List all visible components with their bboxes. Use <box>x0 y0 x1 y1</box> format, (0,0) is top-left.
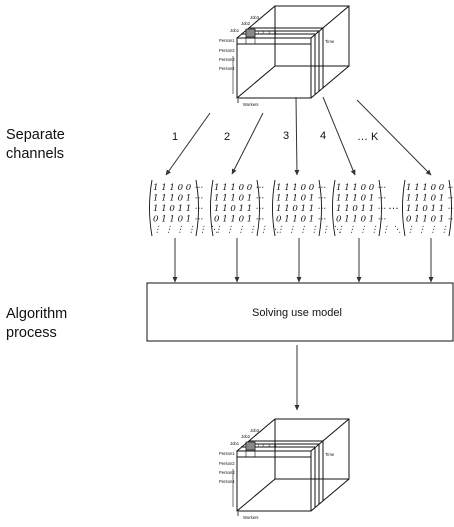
channel-arrow-1 <box>165 112 211 176</box>
matrix-row: ⋮ ⋮ ⋮ ⋮ ⋮ ⋱ <box>336 225 401 235</box>
separate-label-line2: channels <box>6 146 65 162</box>
matrix-left-bracket <box>149 179 153 237</box>
matrix-row: 0 1 1 0 1 ⋯ <box>406 215 454 225</box>
top-cube-job-label: Job1 <box>230 28 240 33</box>
adjacency-matrix: 1 1 1 0 0 ⋯1 1 1 0 1 ⋯1 1 0 1 1 ⋯0 1 1 0… <box>210 179 279 237</box>
bottom-cube-workers-label: Workers <box>243 515 259 520</box>
bottom-cube-person-label: Person3 <box>219 470 235 475</box>
channel-arrow-3 <box>294 96 300 176</box>
top-cube-index-label: 4 <box>274 30 277 35</box>
matrix-row: 1 1 1 0 0 ⋯ <box>214 183 264 193</box>
matrix-row: 1 1 1 0 1 ⋯ <box>276 194 326 204</box>
top-cube-highlight-cell <box>245 28 256 38</box>
matrix-right-bracket <box>318 179 322 237</box>
channel-matrices: 1 1 1 0 0 ⋯1 1 1 0 1 ⋯1 1 0 1 1 ⋯0 1 1 0… <box>149 179 454 237</box>
channel-number-k: … K <box>357 131 379 143</box>
matrix-row: 1 1 1 0 1 ⋯ <box>406 194 454 204</box>
bottom-cube-job-label: Job2 <box>241 434 251 439</box>
matrix-left-bracket <box>272 179 276 237</box>
matrix-row: ⋮ ⋮ ⋮ ⋮ ⋮ ⋱ <box>214 225 279 235</box>
matrix-row: 1 1 1 0 0 ⋯ <box>336 183 386 193</box>
bottom-cube-person-label: Person2 <box>219 461 235 466</box>
matrix-right-bracket <box>448 179 452 237</box>
matrix-left-bracket <box>332 179 336 237</box>
bottom-cube-highlight-cell <box>245 441 256 451</box>
algorithm-process-label: Algorithm process <box>6 305 67 343</box>
top-cube-job-label: Job2 <box>241 21 251 26</box>
separate-label-line1: Separate <box>6 127 65 143</box>
matrix-row: 1 1 1 0 0 ⋯ <box>406 183 454 193</box>
bottom-cube-job-label: Job3 <box>250 428 260 433</box>
bottom-cube-index-label: 4 <box>274 443 277 448</box>
matrix-row: 0 1 1 0 1 ⋯ <box>153 215 203 225</box>
bottom-cube-job-label: Job1 <box>230 441 240 446</box>
matrix-right-bracket <box>256 179 260 237</box>
adjacency-matrix: 1 1 1 0 0 ⋯1 1 1 0 1 ⋯1 1 0 1 1 ⋯0 1 1 0… <box>402 179 454 237</box>
matrix-row: 1 1 0 1 1 ⋯ <box>336 204 386 214</box>
top-cube-job-label: Job3 <box>250 15 260 20</box>
solving-model-box <box>146 282 454 342</box>
bottom-cube: Job3 Job2 Job1 Person1 Person2 Person3 P… <box>219 418 350 520</box>
matrix-left-bracket <box>210 179 214 237</box>
top-cube-index-label: 1 <box>257 30 260 35</box>
channel-arrow-2 <box>231 112 264 175</box>
bottom-cube-index-label: 2 <box>262 443 265 448</box>
top-cube-person-label: Person2 <box>219 48 235 53</box>
matrix-row: 1 1 1 0 1 ⋯ <box>336 194 386 204</box>
channel-arrow-k <box>356 99 432 176</box>
matrix-row: ⋮ ⋮ ⋮ ⋮ ⋮ ⋱ <box>406 225 454 235</box>
matrix-row: 1 1 0 1 1 ⋯ <box>214 204 264 214</box>
top-cube-workers-label: Workers <box>243 102 259 107</box>
matrix-row: 1 1 1 0 0 ⋯ <box>153 183 203 193</box>
matrix-left-bracket <box>402 179 406 237</box>
bottom-cube-index-label: 1 <box>257 443 260 448</box>
bottom-cube-person-label: Person4 <box>219 479 235 484</box>
matrix-row: 0 1 1 0 1 ⋯ <box>336 215 386 225</box>
matrix-row: 1 1 1 0 0 ⋯ <box>276 183 326 193</box>
matrix-row: 1 1 1 0 1 ⋯ <box>214 194 264 204</box>
matrix-row: ⋮ ⋮ ⋮ ⋮ ⋮ ⋱ <box>276 225 341 235</box>
top-cube-person-label: Person4 <box>219 66 235 71</box>
adjacency-matrix: 1 1 1 0 0 ⋯1 1 1 0 1 ⋯1 1 0 1 1 ⋯0 1 1 0… <box>149 179 218 237</box>
top-cube-person-label: Person3 <box>219 57 235 62</box>
matrix-row: ⋮ ⋮ ⋮ ⋮ ⋮ ⋱ <box>153 225 218 235</box>
top-cube-person-label: Person1 <box>219 38 235 43</box>
matrix-row: 1 1 0 1 1 ⋯ <box>153 204 203 214</box>
matrix-right-bracket <box>378 179 382 237</box>
top-cube: Job3 Job2 Job1 Person1 Person2 Person3 P… <box>219 5 350 107</box>
matrix-row: 0 1 1 0 1 ⋯ <box>276 215 326 225</box>
algorithm-label-line2: process <box>6 325 57 341</box>
matrix-row: 0 1 1 0 1 ⋯ <box>214 215 264 225</box>
bottom-cube-index-label: 3 <box>268 443 271 448</box>
adjacency-matrix: 1 1 1 0 0 ⋯1 1 1 0 1 ⋯1 1 0 1 1 ⋯0 1 1 0… <box>332 179 401 237</box>
matrix-row: 1 1 0 1 1 ⋯ <box>276 204 326 214</box>
channel-number-1: 1 <box>172 131 178 143</box>
matrix-row: 1 1 0 1 1 ⋯ <box>406 204 454 214</box>
channel-number-3: 3 <box>283 130 289 142</box>
channel-number-4: 4 <box>320 130 326 142</box>
top-cube-time-label: Time <box>325 39 335 44</box>
matrix-row: 1 1 1 0 1 ⋯ <box>153 194 203 204</box>
matrix-right-bracket <box>195 179 199 237</box>
bottom-cube-time-label: Time <box>325 452 335 457</box>
solving-model-label: Solving use model <box>252 307 342 319</box>
top-cube-index-label: 3 <box>268 30 271 35</box>
channel-arrow-4 <box>322 96 356 176</box>
bottom-cube-person-label: Person1 <box>219 451 235 456</box>
top-cube-index-label: 2 <box>262 30 265 35</box>
adjacency-matrix: 1 1 1 0 0 ⋯1 1 1 0 1 ⋯1 1 0 1 1 ⋯0 1 1 0… <box>272 179 341 237</box>
separate-channels-label: Separate channels <box>6 126 65 164</box>
matrices-ellipsis: … <box>388 200 399 212</box>
algorithm-label-line1: Algorithm <box>6 306 68 322</box>
channel-number-2: 2 <box>224 131 230 143</box>
